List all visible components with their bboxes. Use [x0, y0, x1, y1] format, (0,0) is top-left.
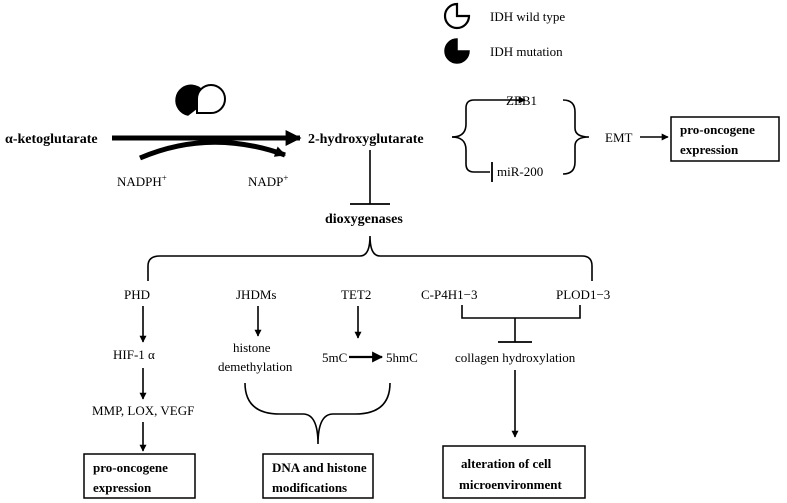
idh-mutation-icon: [444, 38, 470, 64]
collagen-branch: C-P4H1−3 PLOD1−3 collagen hydroxylation …: [421, 287, 610, 499]
plod-label: PLOD1−3: [556, 287, 610, 302]
alpha-ketoglutarate-label: α-ketoglutarate: [5, 132, 98, 147]
emt-label: EMT: [605, 130, 633, 145]
nadp-label: NADP+: [248, 173, 288, 189]
dioxygenases-label: dioxygenases: [325, 212, 403, 227]
emt-branch: ZEB1 miR-200 EMT pro-oncogene expression: [451, 93, 780, 182]
phd-outcome-line2: expression: [93, 480, 152, 495]
histone-label: histone: [233, 340, 271, 355]
5mc-label: 5mC: [322, 350, 347, 365]
dna-histone-outcome-box: [262, 453, 374, 499]
hif1-label: HIF-1 α: [113, 347, 155, 362]
collagen-outcome-line1: alteration of cell: [461, 456, 552, 471]
collagen-outcome-line2: microenvironment: [459, 477, 562, 492]
5hmc-label: 5hmC: [386, 350, 418, 365]
tet2-label: TET2: [341, 287, 371, 302]
main-reaction: α-ketoglutarate NADPH+ NADP+ 2-hydroxygl…: [5, 84, 424, 189]
tet2-branch: TET2 5mC 5hmC DNA and histone modificati…: [244, 287, 418, 499]
emt-brace: [562, 99, 590, 175]
jhdms-label: JHDMs: [236, 287, 276, 302]
emt-outcome-line2: expression: [680, 142, 739, 157]
cp4h-label: C-P4H1−3: [421, 287, 477, 302]
dna-histone-outcome-line1: DNA and histone: [272, 460, 367, 475]
idh-mutant-enzyme-icon: [175, 84, 226, 116]
demethylation-label: demethylation: [218, 359, 293, 374]
zeb1-label: ZEB1: [506, 93, 537, 108]
dioxygenase-inhibition: dioxygenases: [147, 150, 593, 281]
mmp-lox-vegf-label: MMP, LOX, VEGF: [92, 403, 194, 418]
phd-outcome-line1: pro-oncogene: [93, 460, 168, 475]
phd-label: PHD: [124, 287, 150, 302]
phd-branch: PHD HIF-1 α MMP, LOX, VEGF pro-oncogene …: [83, 287, 196, 499]
dna-histone-brace: [244, 382, 391, 445]
2-hydroxyglutarate-label: 2-hydroxyglutarate: [308, 132, 424, 147]
emt-outcome-line1: pro-oncogene: [680, 122, 755, 137]
legend: IDH wild type IDH mutation: [443, 2, 565, 64]
collagen-hydroxylation-label: collagen hydroxylation: [455, 350, 576, 365]
dna-histone-outcome-line2: modifications: [272, 480, 347, 495]
legend-mutation-label: IDH mutation: [490, 44, 563, 59]
emt-outcome-box: [670, 116, 780, 162]
mir200-label: miR-200: [497, 164, 543, 179]
idh-wild-type-icon: [443, 2, 471, 30]
jhdms-branch: JHDMs histone demethylation: [218, 287, 293, 374]
legend-wild-type-label: IDH wild type: [490, 9, 565, 24]
dioxygenases-brace: [147, 235, 593, 281]
nadph-label: NADPH+: [117, 173, 167, 189]
collagen-outcome-box: [442, 445, 586, 499]
cofactor-arrow: [139, 139, 287, 161]
phd-outcome-box: [83, 453, 196, 499]
